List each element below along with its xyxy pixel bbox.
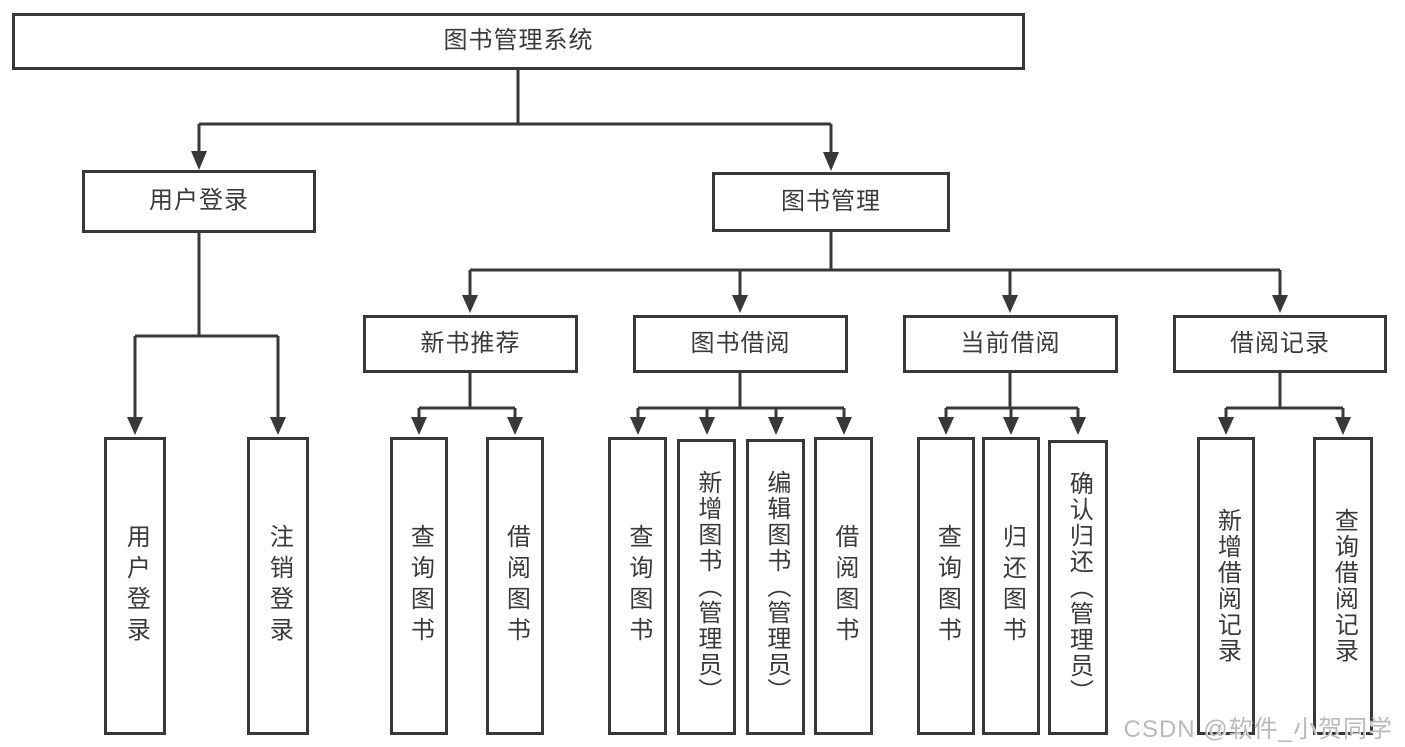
node-borrow-record: 借阅记录	[1173, 315, 1387, 373]
node-book-management: 图书管理	[712, 172, 950, 232]
leaf-confirm-return-admin: 确认归还（管理员）	[1048, 440, 1108, 735]
leaf-return-books: 归还图书	[982, 437, 1040, 735]
node-root: 图书管理系统	[12, 13, 1025, 70]
leaf-borrow-query-books: 查询图书	[608, 437, 667, 735]
leaf-query-borrow-record: 查询借阅记录	[1313, 437, 1373, 735]
node-current-borrow: 当前借阅	[903, 315, 1118, 373]
leaf-add-books-admin: 新增图书（管理员）	[677, 439, 736, 735]
leaf-logout: 注销登录	[247, 437, 309, 735]
node-book-borrow: 图书借阅	[633, 315, 848, 373]
node-user-login: 用户登录	[82, 170, 316, 233]
leaf-borrow-books: 借阅图书	[814, 437, 873, 735]
leaf-user-login: 用户登录	[104, 437, 166, 735]
leaf-newbook-borrow-books: 借阅图书	[486, 437, 544, 735]
node-new-book-recommend: 新书推荐	[363, 315, 578, 373]
leaf-current-query-books: 查询图书	[917, 437, 975, 735]
leaf-add-borrow-record: 新增借阅记录	[1197, 437, 1255, 735]
leaf-edit-books-admin: 编辑图书（管理员）	[746, 439, 805, 735]
csdn-watermark: CSDN @软件_小贺同学	[1123, 716, 1393, 743]
arrowheads	[127, 151, 1351, 435]
leaf-newbook-query-books: 查询图书	[390, 437, 448, 735]
